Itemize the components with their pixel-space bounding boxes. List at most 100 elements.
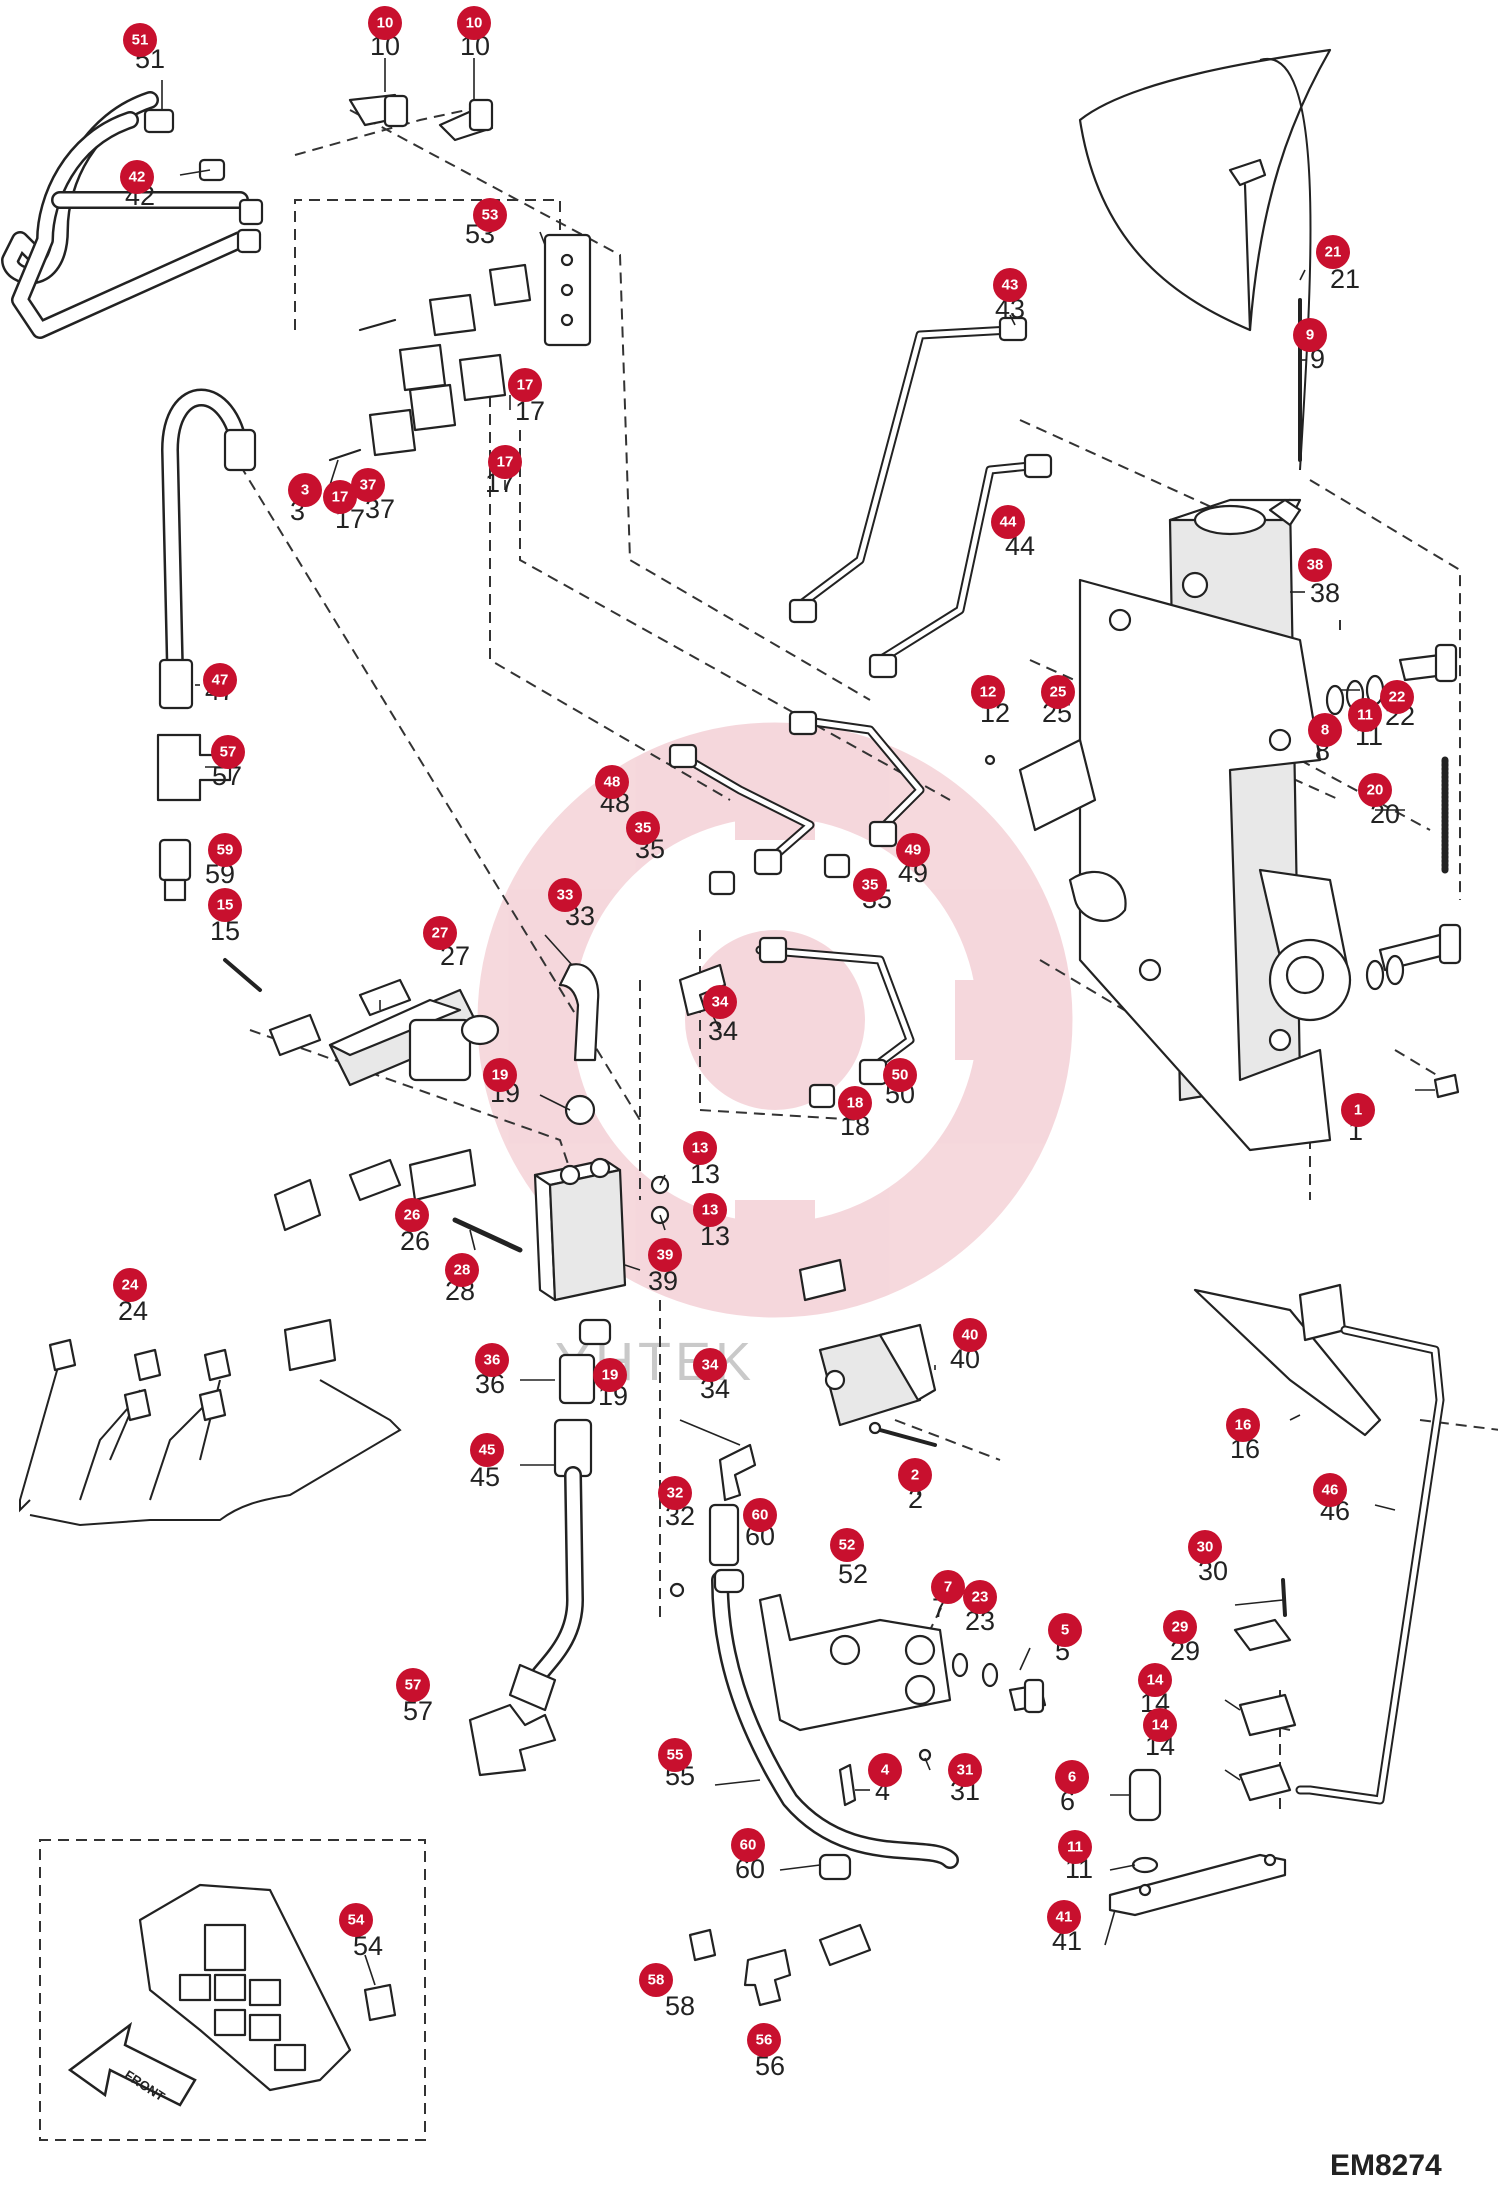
- svg-text:4: 4: [881, 1762, 890, 1779]
- svg-text:14: 14: [1152, 1717, 1169, 1734]
- callout-badge: 38: [1298, 548, 1332, 582]
- svg-text:43: 43: [1002, 277, 1019, 294]
- svg-text:48: 48: [604, 774, 621, 791]
- svg-text:2: 2: [911, 1467, 919, 1484]
- solenoid-40: [798, 1258, 937, 1447]
- svg-text:17: 17: [517, 377, 534, 394]
- shield-with-cable: [1078, 48, 1332, 471]
- svg-text:12: 12: [980, 684, 997, 701]
- callout-number: 34: [708, 1016, 738, 1046]
- callout-badge: 11: [1348, 698, 1382, 732]
- svg-text:1: 1: [1354, 1102, 1362, 1119]
- callout-number: 52: [838, 1559, 868, 1589]
- callout-badge: 55: [658, 1738, 692, 1772]
- svg-text:14: 14: [1147, 1672, 1164, 1689]
- svg-text:22: 22: [1389, 689, 1406, 706]
- callout-badge: 17: [323, 480, 357, 514]
- svg-text:52: 52: [839, 1537, 856, 1554]
- svg-text:27: 27: [432, 925, 449, 942]
- hose-47-assembly: [156, 388, 257, 902]
- svg-text:18: 18: [847, 1095, 864, 1112]
- callout-badge: 40: [953, 1318, 987, 1352]
- svg-text:24: 24: [122, 1277, 139, 1294]
- callout-badge: 5: [1048, 1613, 1082, 1647]
- steel-tubes: [668, 316, 1053, 1109]
- callout-badge: 59: [208, 833, 242, 867]
- svg-text:13: 13: [702, 1202, 719, 1219]
- callout-badge: 44: [991, 505, 1025, 539]
- callout-number: 21: [1330, 264, 1360, 294]
- svg-text:34: 34: [702, 1357, 719, 1374]
- callout-badge: 51: [123, 23, 157, 57]
- callout-badge: 60: [731, 1828, 765, 1862]
- svg-text:35: 35: [635, 820, 652, 837]
- svg-text:28: 28: [454, 1262, 471, 1279]
- callout-badge: 54: [339, 1903, 373, 1937]
- svg-text:36: 36: [484, 1352, 501, 1369]
- svg-text:26: 26: [404, 1207, 421, 1224]
- svg-text:38: 38: [1307, 557, 1324, 574]
- callout-badge: 57: [211, 735, 245, 769]
- svg-text:11: 11: [1357, 707, 1373, 724]
- callout-badge: 10: [457, 6, 491, 40]
- svg-text:31: 31: [957, 1762, 974, 1779]
- svg-text:21: 21: [1325, 244, 1342, 261]
- callout-badge: 16: [1226, 1408, 1260, 1442]
- callout-badge: 30: [1188, 1530, 1222, 1564]
- svg-text:33: 33: [557, 887, 574, 904]
- callout-badge: 35: [626, 811, 660, 845]
- callout-badge: 52: [830, 1528, 864, 1562]
- drawing-code: EM8274: [1330, 2149, 1442, 2182]
- svg-text:54: 54: [348, 1912, 365, 1929]
- callout-badge: 6: [1055, 1760, 1089, 1794]
- callout-badge: 13: [693, 1193, 727, 1227]
- front-arrow-icon: [67, 2021, 197, 2107]
- callout-number: 45: [470, 1462, 500, 1492]
- svg-text:19: 19: [492, 1067, 509, 1084]
- hose-assembly-top-left: [1, 91, 264, 339]
- callout-badge: 29: [1163, 1610, 1197, 1644]
- svg-text:7: 7: [944, 1579, 952, 1596]
- svg-text:5: 5: [1061, 1622, 1069, 1639]
- callout-badge: 41: [1047, 1900, 1081, 1934]
- callout-badge: 12: [971, 675, 1005, 709]
- callout-badge: 26: [395, 1198, 429, 1232]
- callout-badge: 1: [1341, 1093, 1375, 1127]
- callout-badge: 60: [743, 1498, 777, 1532]
- svg-text:6: 6: [1068, 1769, 1076, 1786]
- callout-badge: 17: [488, 445, 522, 479]
- svg-text:60: 60: [752, 1507, 769, 1524]
- svg-text:10: 10: [466, 15, 483, 32]
- clamp-brackets: [328, 233, 592, 462]
- callout-number: 58: [665, 1991, 695, 2021]
- svg-text:51: 51: [132, 32, 149, 49]
- callout-badge: 28: [445, 1253, 479, 1287]
- solenoid-valves: [223, 958, 523, 1253]
- callout-badge: 19: [483, 1058, 517, 1092]
- svg-text:32: 32: [667, 1485, 684, 1502]
- svg-text:8: 8: [1321, 722, 1329, 739]
- callout-badge: 14: [1143, 1708, 1177, 1742]
- svg-text:17: 17: [497, 454, 514, 471]
- svg-text:23: 23: [972, 1589, 989, 1606]
- callout-badge: 20: [1358, 773, 1392, 807]
- callout-badge: 53: [473, 198, 507, 232]
- svg-text:47: 47: [212, 672, 229, 689]
- callout-badge: 36: [475, 1343, 509, 1377]
- callout-badge: 58: [639, 1963, 673, 1997]
- callout-badge: 34: [693, 1348, 727, 1382]
- callout-badge: 31: [948, 1753, 982, 1787]
- svg-text:35: 35: [862, 877, 879, 894]
- callout-badge: 17: [508, 368, 542, 402]
- callout-badge: 24: [113, 1268, 147, 1302]
- callout-badge: 27: [423, 916, 457, 950]
- hose-55-assembly: [669, 1503, 959, 2007]
- callout-badge: 15: [208, 888, 242, 922]
- svg-text:10: 10: [377, 15, 394, 32]
- svg-text:39: 39: [657, 1247, 674, 1264]
- svg-text:9: 9: [1306, 327, 1314, 344]
- callout-badge: 43: [993, 268, 1027, 302]
- callout-badge: 48: [595, 765, 629, 799]
